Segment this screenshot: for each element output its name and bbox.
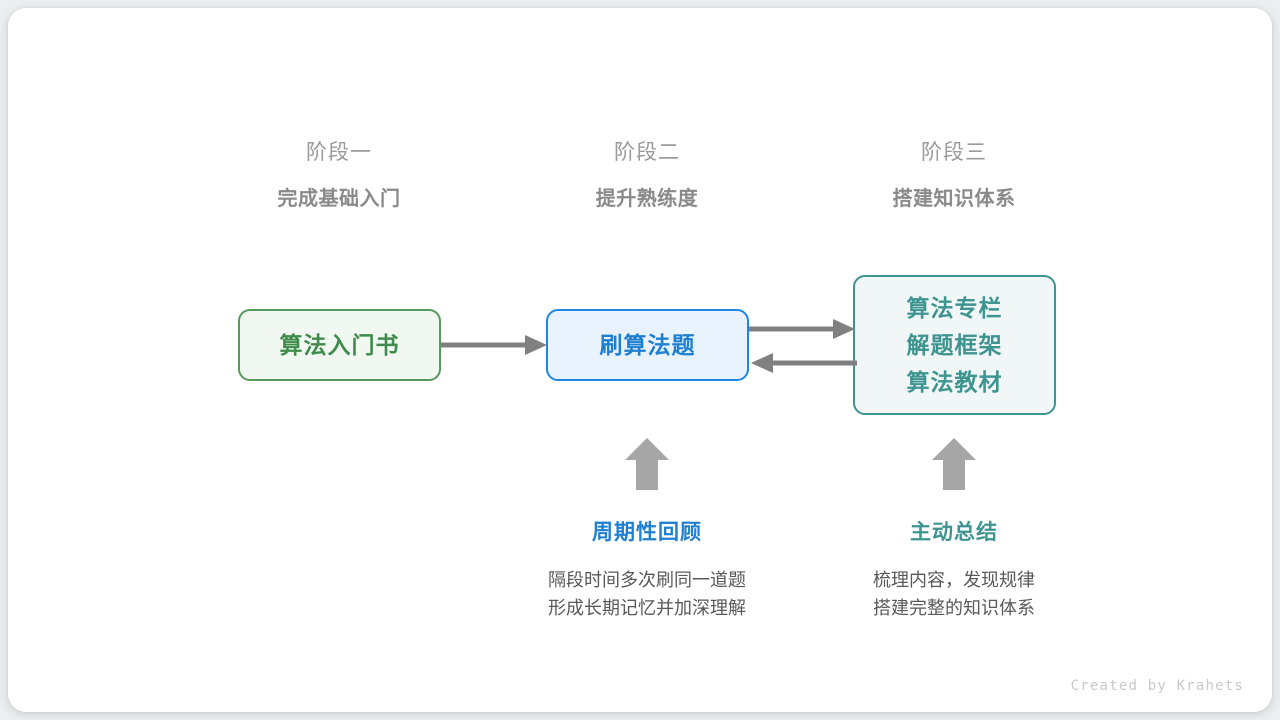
node-text-line: 算法专栏 (906, 294, 1003, 321)
up-arrow-review-icon (625, 438, 669, 490)
node-text-line: 算法入门书 (279, 331, 400, 358)
node-text-line: 刷算法题 (599, 331, 696, 358)
stage-index-label: 阶段一 (306, 141, 372, 164)
annotation-periodic-review: 周期性回顾 隔段时间多次刷同一道题 形成长期记忆并加深理解 (482, 518, 812, 622)
credit-text: Created by Krahets (1070, 678, 1244, 694)
connector-book-to-practice-arrow-icon (441, 335, 547, 355)
stage-header-1: 阶段一 完成基础入门 (209, 138, 469, 214)
stage-title-label: 搭建知识体系 (892, 188, 1016, 210)
annotation-title: 周期性回顾 (592, 521, 702, 544)
up-arrow-summary-icon (932, 438, 976, 490)
node-text-line: 算法教材 (906, 368, 1003, 395)
stage-title-label: 提升熟练度 (595, 188, 699, 210)
stage-header-2: 阶段二 提升熟练度 (517, 138, 777, 214)
node-algorithm-book[interactable]: 算法入门书 (238, 309, 441, 381)
node-text-line: 解题框架 (906, 331, 1003, 358)
node-learning-resources[interactable]: 算法专栏 解题框架 算法教材 (853, 275, 1056, 415)
annotation-description: 隔段时间多次刷同一道题 形成长期记忆并加深理解 (482, 566, 812, 622)
stage-index-label: 阶段二 (614, 141, 680, 164)
diagram-canvas: 阶段一 完成基础入门 阶段二 提升熟练度 阶段三 搭建知识体系 算法入门书 刷算… (8, 8, 1272, 712)
connector-resources-to-practice-arrow-icon (751, 353, 857, 373)
annotation-description: 梳理内容，发现规律 搭建完整的知识体系 (789, 566, 1119, 622)
annotation-title: 主动总结 (910, 521, 998, 544)
annotation-description-line: 搭建完整的知识体系 (873, 598, 1035, 618)
annotation-description-line: 隔段时间多次刷同一道题 (548, 570, 746, 590)
stage-header-3: 阶段三 搭建知识体系 (824, 138, 1084, 214)
annotation-active-summary: 主动总结 梳理内容，发现规律 搭建完整的知识体系 (789, 518, 1119, 622)
annotation-description-line: 形成长期记忆并加深理解 (548, 598, 746, 618)
stage-index-label: 阶段三 (921, 141, 987, 164)
connector-practice-to-resources-arrow-icon (749, 319, 855, 339)
annotation-description-line: 梳理内容，发现规律 (873, 570, 1035, 590)
stage-title-label: 完成基础入门 (277, 188, 401, 210)
node-practice-problems[interactable]: 刷算法题 (546, 309, 749, 381)
